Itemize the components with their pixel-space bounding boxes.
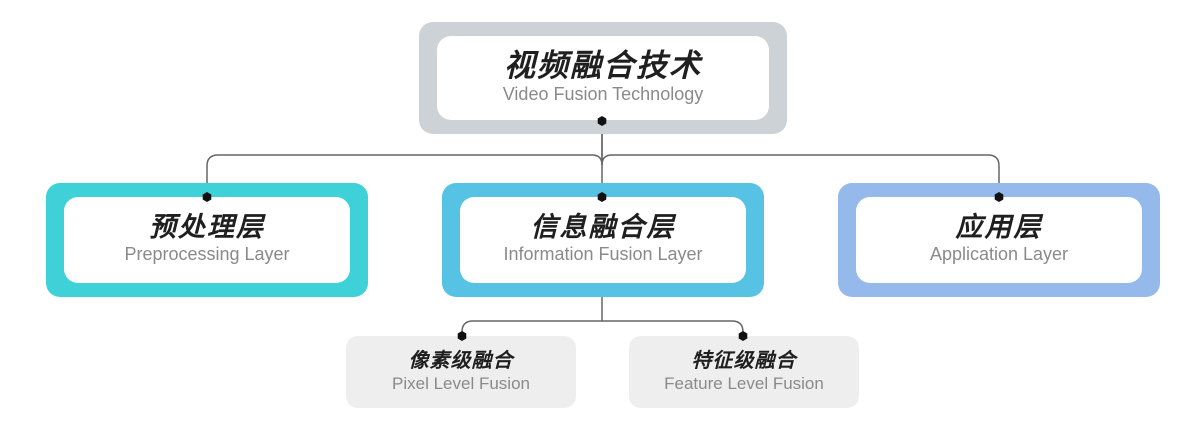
root-node: 视频融合技术 Video Fusion Technology <box>419 22 787 134</box>
preprocessing-layer-node: 预处理层 Preprocessing Layer <box>46 183 368 297</box>
connector-dot-feature <box>738 331 748 341</box>
application-layer-title-en: Application Layer <box>929 244 1069 265</box>
pixel-level-fusion-node: 像素级融合 Pixel Level Fusion <box>346 336 576 408</box>
feature-level-fusion-node: 特征级融合 Feature Level Fusion <box>629 336 859 408</box>
pixel-level-fusion-title-cn: 像素级融合 <box>408 347 514 372</box>
feature-level-fusion-title-en: Feature Level Fusion <box>664 373 824 393</box>
connector-dot-pixel <box>457 331 467 341</box>
application-layer-inner: 应用层 Application Layer <box>856 197 1142 283</box>
preprocessing-layer-title-cn: 预处理层 <box>149 212 265 244</box>
connector-root-to-application <box>601 154 1000 196</box>
connector-dot-application <box>994 192 1004 202</box>
connector-dot-root <box>597 116 607 126</box>
information-fusion-layer-title-en: Information Fusion Layer <box>503 244 703 265</box>
root-title-cn: 视频融合技术 <box>504 47 702 84</box>
application-layer-node: 应用层 Application Layer <box>838 183 1160 297</box>
information-fusion-layer-node: 信息融合层 Information Fusion Layer <box>442 183 764 297</box>
root-node-inner: 视频融合技术 Video Fusion Technology <box>437 36 769 120</box>
connector-dot-preprocessing <box>202 192 212 202</box>
connector-information-to-feature <box>602 320 744 336</box>
information-fusion-layer-title-cn: 信息融合层 <box>530 212 676 244</box>
pixel-level-fusion-title-en: Pixel Level Fusion <box>392 373 530 393</box>
application-layer-title-cn: 应用层 <box>955 212 1043 244</box>
feature-level-fusion-title-cn: 特征级融合 <box>691 347 797 372</box>
information-fusion-layer-inner: 信息融合层 Information Fusion Layer <box>460 197 746 283</box>
preprocessing-layer-inner: 预处理层 Preprocessing Layer <box>64 197 350 283</box>
preprocessing-layer-title-en: Preprocessing Layer <box>124 244 290 265</box>
connector-information-to-pixel <box>461 297 603 336</box>
root-title-en: Video Fusion Technology <box>502 84 704 105</box>
connector-dot-information <box>597 192 607 202</box>
